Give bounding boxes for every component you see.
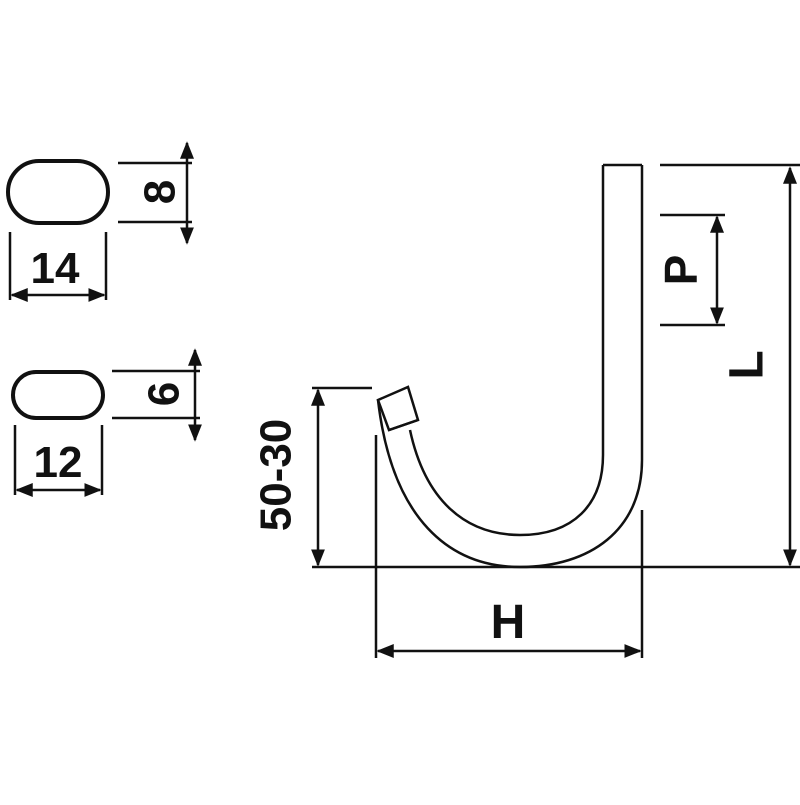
length-dimension: L [660,163,800,567]
small-section: 6 12 [11,348,202,497]
pitch-label: P [655,255,707,286]
large-section: 8 14 [6,141,194,302]
large-section-oval [6,159,110,225]
length-label: L [721,350,774,379]
small-section-height-label: 6 [140,382,189,406]
small-section-oval [11,370,105,420]
j-hook [376,163,644,569]
small-section-width-label: 12 [34,438,83,487]
large-section-height-label: 8 [136,180,185,204]
j-hook-tip-line [388,418,419,432]
rise-label: 50-30 [252,419,301,532]
j-hook-tip [376,385,420,432]
rise-dimension: 50-30 [252,386,372,567]
large-section-width-label: 14 [31,244,80,293]
j-hook-outer-contour [408,165,605,537]
width-label: H [491,596,526,649]
width-dimension: H [374,435,644,658]
pitch-dimension: P [655,213,725,327]
